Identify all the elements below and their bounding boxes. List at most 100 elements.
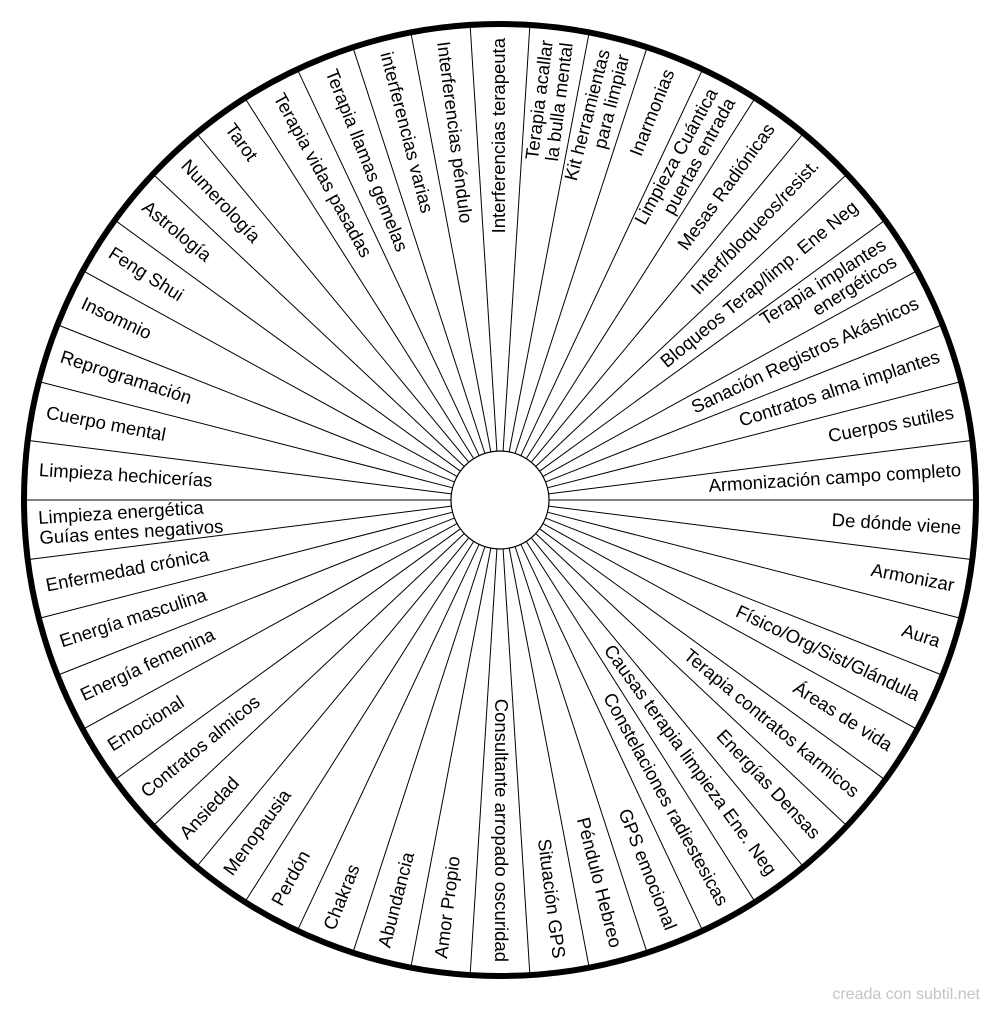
sector-divider-line	[542, 523, 918, 730]
sector-divider-line	[152, 533, 465, 827]
sector-divider-line	[530, 132, 804, 463]
sector-label-line: Consultante arropado oscuridad	[491, 699, 512, 962]
sector-divider-line	[542, 270, 918, 477]
sector-label-line: Cuerpo mental	[45, 402, 168, 445]
sector-divider-line	[244, 541, 475, 903]
sector-divider-line	[508, 32, 590, 452]
sector-divider-line	[520, 69, 704, 456]
sector-divider-line	[502, 548, 531, 976]
sector-label: Astrología	[138, 196, 216, 266]
sector-label-line: Insomnio	[78, 292, 155, 343]
sector-divider-line	[548, 439, 973, 495]
sector-divider-line	[502, 24, 531, 452]
center-hub	[450, 450, 550, 550]
sector-divider-line	[520, 544, 704, 931]
sector-divider-line	[530, 537, 804, 868]
sector-dividers	[24, 24, 976, 976]
sector-divider-line	[296, 69, 480, 456]
sector-divider-line	[547, 511, 962, 619]
sector-divider-line	[296, 544, 480, 931]
sector-label: Feng Shui	[105, 242, 187, 305]
sector-divider-line	[410, 32, 492, 452]
sector-label: Limpieza energéticaGuías entes negativos	[38, 495, 224, 547]
sector-divider-line	[196, 132, 470, 463]
sector-divider-line	[410, 548, 492, 968]
sector-divider-line	[514, 47, 648, 454]
sector-divider-line	[514, 546, 648, 953]
sector-label-line: Péndulo Hebreo	[573, 815, 627, 950]
sector-label-line: Armonización campo completo	[708, 459, 962, 496]
sector-divider-line	[545, 517, 943, 676]
sector-divider-line	[57, 324, 455, 483]
sector-label: Aura	[899, 619, 943, 651]
sector-label-line: Tarot	[221, 119, 262, 165]
sector-divider-line	[535, 173, 848, 467]
sector-divider-line	[525, 97, 756, 459]
sector-divider-line	[244, 97, 475, 459]
sector-divider-line	[27, 505, 452, 561]
sector-divider-line	[38, 511, 453, 619]
sector-label-line: De dónde viene	[831, 509, 962, 538]
sector-label: Péndulo Hebreo	[573, 815, 627, 950]
sector-label: Físico/Org/Sist/Glándula	[733, 600, 924, 705]
sector-divider-line	[539, 219, 886, 472]
sector-label-line: Enfermedad crónica	[44, 544, 211, 596]
sector-label-line: Ansiedad	[175, 772, 243, 843]
sector-divider-line	[547, 381, 962, 489]
sector-label: Ansiedad	[175, 772, 243, 843]
sector-divider-line	[196, 537, 470, 868]
sector-divider-line	[469, 24, 498, 452]
sector-label-line: Situación GPS	[534, 837, 570, 959]
sector-divider-line	[82, 523, 458, 730]
sector-label: Abundancia	[373, 849, 418, 950]
sector-label-line: Feng Shui	[105, 242, 187, 305]
sector-divider-line	[535, 533, 848, 827]
sector-label: Armonizar	[869, 559, 956, 595]
sector-label: Cuerpo mental	[45, 402, 168, 445]
sector-label: Interferencias péndulo	[433, 40, 477, 224]
sector-label: Tarot	[221, 119, 262, 165]
sector-divider-line	[352, 546, 486, 953]
sector-divider-line	[152, 173, 465, 467]
sector-divider-line	[114, 528, 461, 781]
sector-label: Insomnio	[78, 292, 155, 343]
sector-label: Enfermedad crónica	[44, 544, 211, 596]
sector-divider-line	[82, 270, 458, 477]
sector-label-line: Interferencias terapeuta	[488, 37, 509, 233]
sector-label: De dónde viene	[831, 509, 962, 538]
sector-divider-line	[114, 219, 461, 472]
sector-label: Reprogramación	[58, 346, 195, 408]
sector-label: Limpieza hechicerías	[38, 459, 213, 491]
sector-divider-line	[27, 439, 452, 495]
sector-label: Consultante arropado oscuridad	[491, 699, 512, 962]
sector-divider-line	[38, 381, 453, 489]
sector-label-line: Emocional	[103, 691, 187, 755]
sector-divider-line	[57, 517, 455, 676]
sector-divider-line	[545, 324, 943, 483]
sector-label-line: Armonizar	[869, 559, 956, 595]
sector-label: Amor Propio	[430, 855, 464, 960]
sector-label-line: Limpieza hechicerías	[38, 459, 213, 491]
sector-label-line: Abundancia	[373, 849, 418, 950]
sector-label-line: Astrología	[138, 196, 216, 266]
sector-label-line: Reprogramación	[58, 346, 195, 408]
sector-label-line: Aura	[899, 619, 943, 651]
sector-divider-line	[539, 528, 886, 781]
sector-label: Cuerpos sutiles	[826, 402, 955, 447]
sector-divider-line	[525, 541, 756, 903]
sector-label: Emocional	[103, 691, 187, 755]
sector-label-line: Interferencias péndulo	[433, 40, 477, 224]
credit-text: creada con subtil.net	[832, 986, 980, 1003]
sector-label: Armonización campo completo	[708, 459, 962, 496]
sector-divider-line	[508, 548, 590, 968]
sector-divider-line	[352, 47, 486, 454]
sector-label-line: Amor Propio	[430, 855, 464, 960]
sector-label: Interferencias terapeuta	[488, 37, 509, 233]
sector-label-line: Cuerpos sutiles	[826, 402, 955, 447]
sector-label: Situación GPS	[534, 837, 570, 959]
sector-divider-line	[469, 548, 498, 976]
sector-divider-line	[548, 505, 973, 561]
outer-ring	[21, 21, 979, 979]
sector-label-line: Físico/Org/Sist/Glándula	[733, 600, 924, 705]
